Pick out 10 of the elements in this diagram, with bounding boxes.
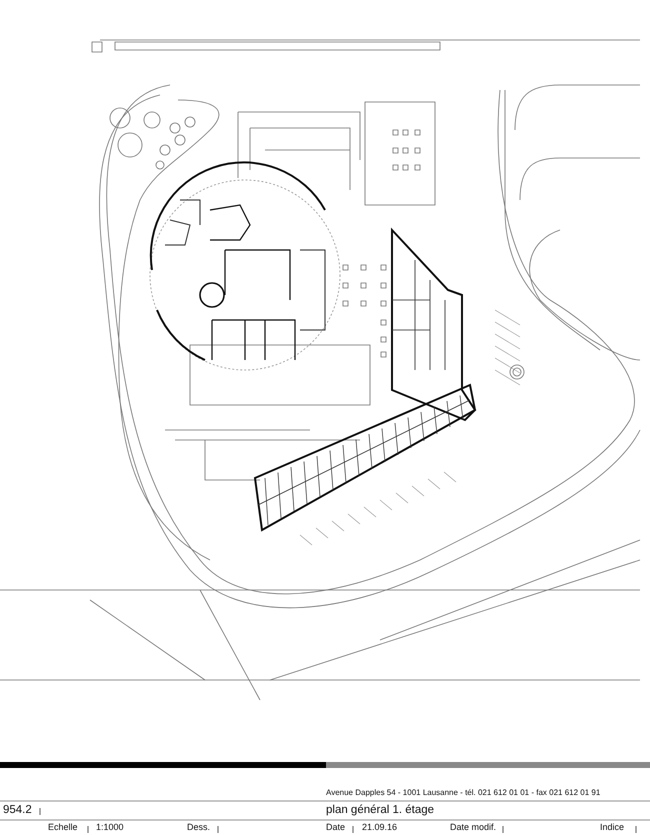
project-number: 954.2 <box>3 805 32 816</box>
revision-date-label: Date modif. <box>450 823 496 832</box>
drafter-label: Dess. <box>187 823 210 832</box>
revision-index-label: Indice <box>600 823 624 832</box>
date-value: 21.09.16 <box>362 823 398 832</box>
drawing-title: plan général 1. étage <box>326 805 434 816</box>
scale-value: 1:1000 <box>96 823 124 832</box>
scale-label: Echelle <box>48 823 78 832</box>
address-text: Avenue Dapples 54 - 1001 Lausanne - tél. 021 612 01 01 - fax 021 612 01 91 <box>326 789 600 797</box>
date-label: Date <box>326 823 346 832</box>
